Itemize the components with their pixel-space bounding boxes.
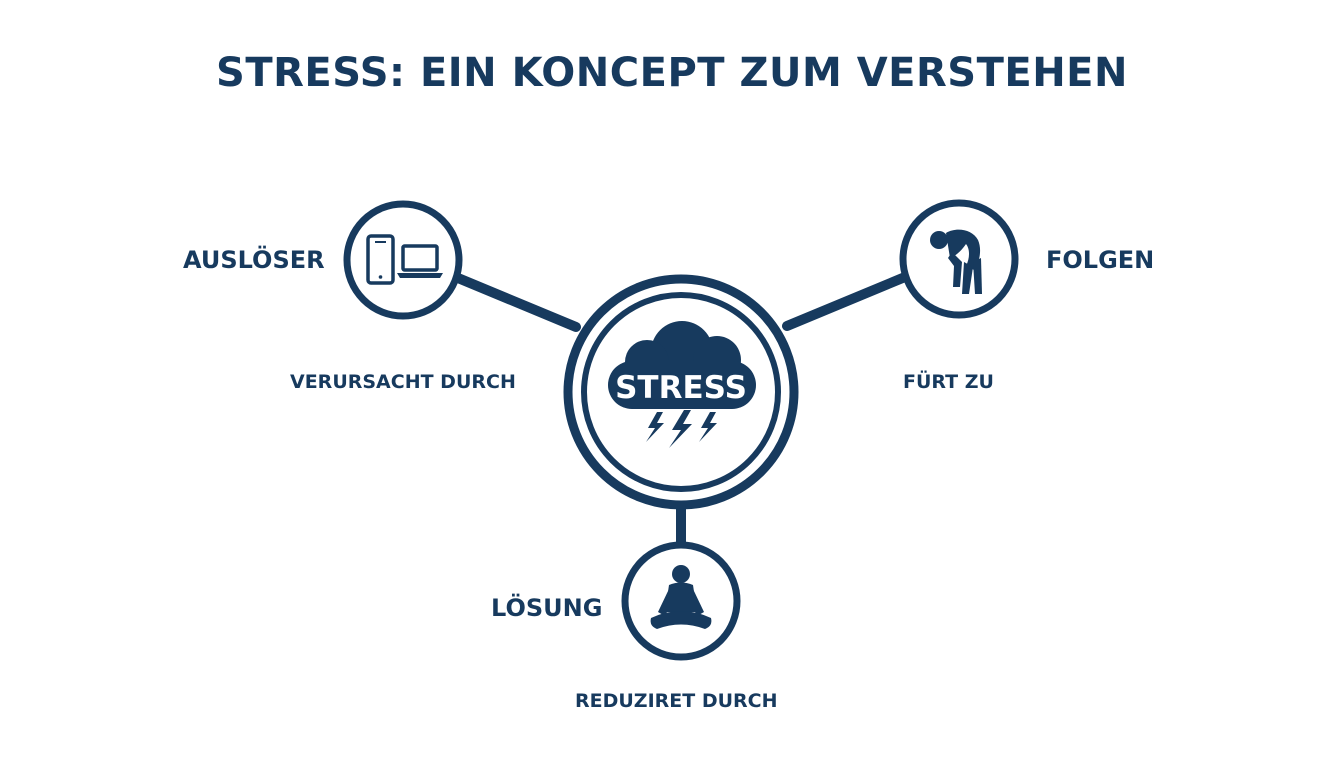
consequence-node [899, 199, 1019, 319]
center-node: STRESS [563, 274, 799, 510]
trigger-node [343, 200, 463, 320]
solution-node [621, 541, 741, 661]
center-label: STRESS [615, 370, 747, 406]
solution-label: LÖSUNG [491, 594, 603, 622]
trigger-edge-label: VERURSACHT DURCH [290, 371, 516, 393]
connector-consequence [782, 272, 910, 331]
connector-trigger [453, 273, 581, 332]
exhausted-person-icon [930, 229, 982, 294]
meditation-icon [650, 565, 712, 629]
storm-cloud-icon [608, 321, 756, 448]
trigger-label: AUSLÖSER [183, 246, 325, 274]
consequence-label: FOLGEN [1046, 246, 1155, 274]
page-title: STRESS: EIN KONCEPT ZUM VERSTEHEN [216, 50, 1128, 96]
devices-icon [366, 234, 443, 285]
consequence-edge-label: FÜRT ZU [903, 371, 994, 393]
solution-edge-label: REDUZIRET DURCH [575, 690, 778, 712]
